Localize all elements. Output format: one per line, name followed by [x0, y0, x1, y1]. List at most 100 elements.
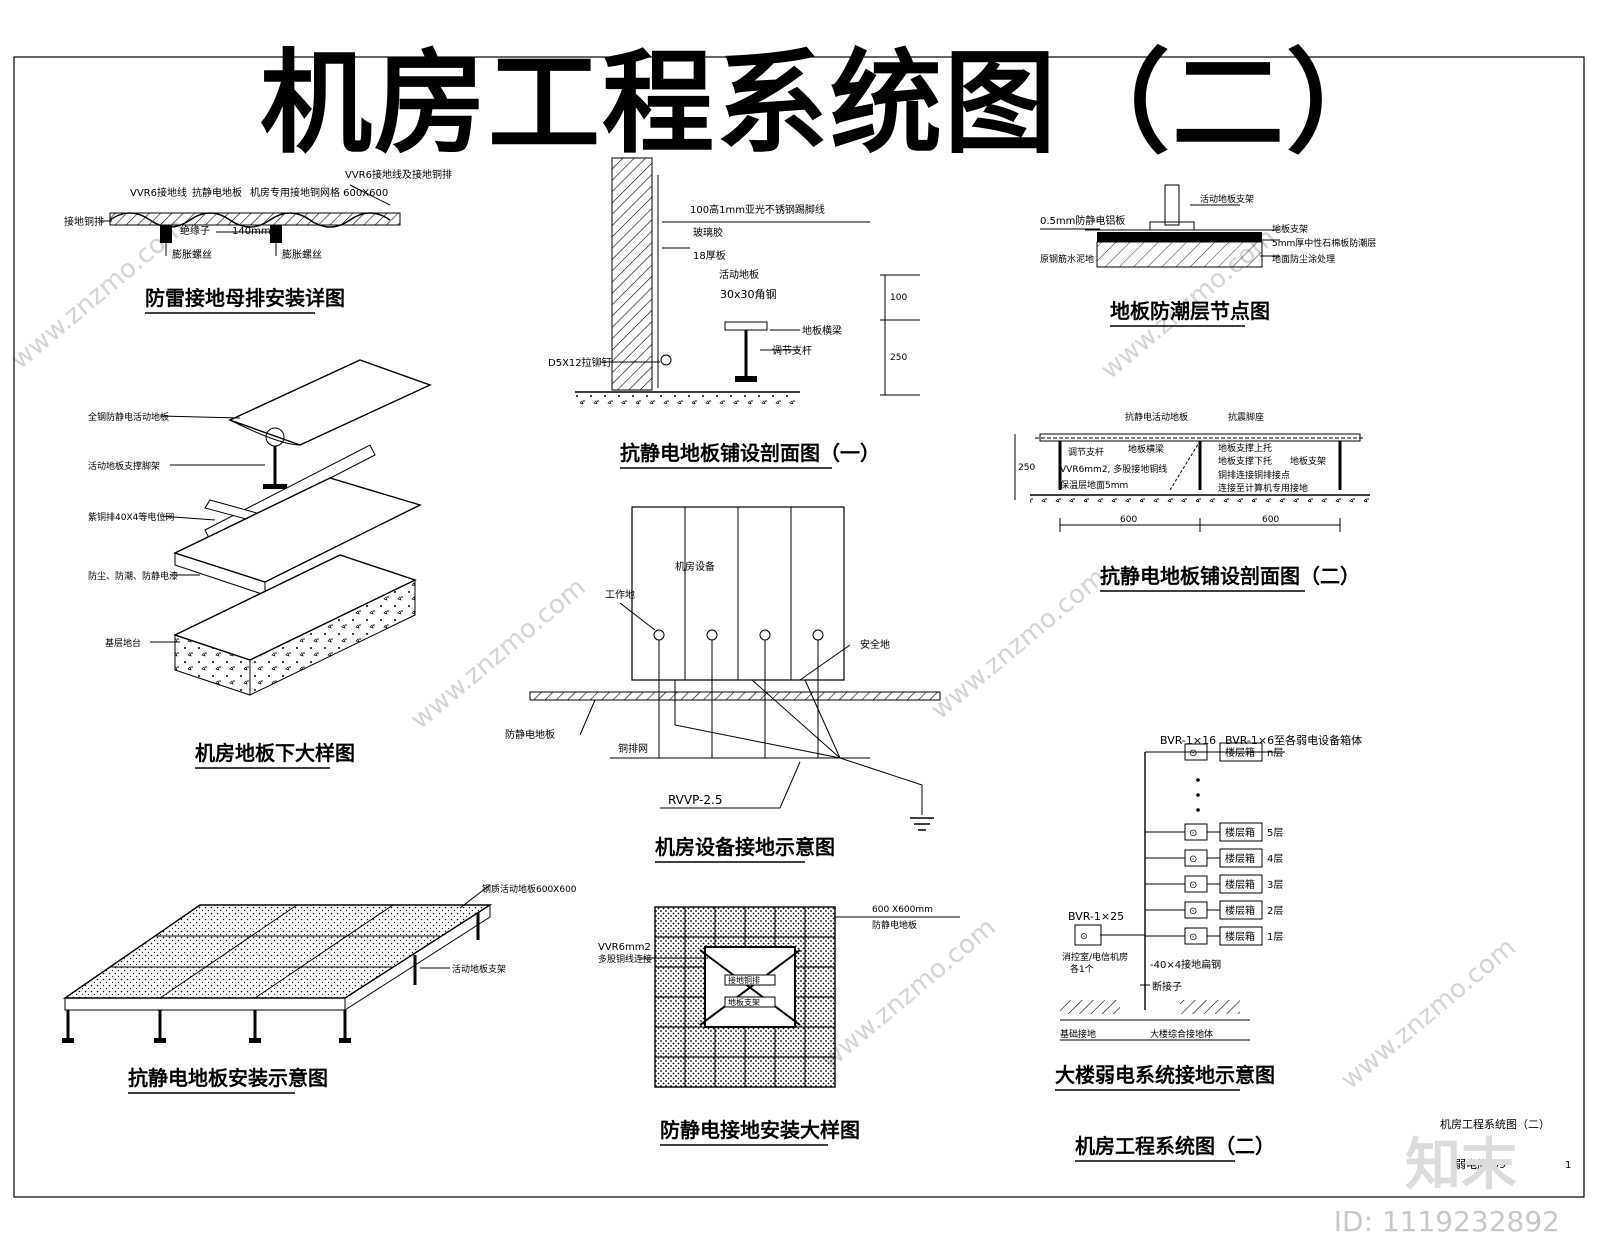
floor-level-label: 5层	[1267, 827, 1283, 839]
floor-box	[1219, 822, 1263, 842]
floor-surface	[62, 904, 493, 999]
watermark-stamp: www.znzmo.com	[815, 912, 1001, 1075]
label-l1: 全钢防静电活动地板	[88, 411, 169, 423]
antistatic-floor	[529, 691, 941, 701]
label-adhesive: 玻璃胶	[693, 226, 723, 239]
floor-box-label: 楼层箱	[1225, 826, 1255, 839]
dim-100: 100	[890, 293, 907, 303]
label-screw-2: 膨胀螺丝	[282, 248, 322, 261]
floor-terminal-symbol: ⊙	[1189, 932, 1197, 943]
caption-d2: 抗静电地板铺设剖面图（一）	[620, 441, 880, 465]
copper-wire	[1169, 440, 1201, 491]
title-block-number: 弱电施-09	[1455, 1158, 1506, 1171]
label-support: 地板支架	[728, 997, 760, 1007]
bus-label-box	[724, 974, 776, 986]
label-antistatic: 抗静电地板	[192, 186, 242, 199]
ground-point-2	[706, 629, 718, 641]
insulator-right	[270, 225, 282, 243]
caption-d8: 防静电接地安装大样图	[660, 1118, 860, 1142]
page-title: 机房工程系统图（二）	[260, 39, 1400, 169]
sheet-border	[13, 56, 1585, 1198]
panel-seam-d2	[254, 904, 394, 999]
coating-side	[174, 553, 266, 596]
earth-wire	[839, 757, 923, 815]
label-alu: 0.5mm防静电铝板	[1040, 214, 1125, 227]
pedestal-base	[735, 376, 757, 382]
label-screw-1: 膨胀螺丝	[172, 248, 212, 261]
label-angle: 30x30角钢	[720, 288, 777, 301]
floor-terminal-symbol: ⊙	[1189, 828, 1197, 839]
label-vvr-top: VVR6接地线及接地铜排	[345, 168, 452, 181]
title-block-name: 机房工程系统图（二）	[1440, 1117, 1550, 1131]
ground-fill	[1030, 495, 1370, 505]
pedestal-foot	[263, 484, 287, 489]
diagram-lightning-busbar: VVR6接地线及接地铜排 VVR6接地线 抗静电地板 机房专用接地铜网格 600…	[64, 168, 452, 314]
floor-panel	[724, 321, 768, 331]
panel-leader	[459, 884, 491, 909]
work-leader	[619, 602, 656, 631]
label-l3: 紫铜排40X4等电位网	[88, 511, 174, 523]
floor-row: ⊙ 楼层箱 5层	[1145, 822, 1283, 842]
dim-height: 250	[1018, 463, 1035, 473]
diagram-floor-section-1: 100高1mm亚光不锈钢踢脚线 玻璃胶 18厚板 活动地板 30x30角钢 地板…	[548, 157, 920, 469]
concrete-base	[1096, 241, 1263, 268]
label-18mm: 18厚板	[693, 249, 726, 262]
safety-wire-2	[751, 679, 841, 759]
floor-terminal-symbol: ⊙	[1189, 854, 1197, 865]
title-block: 机房工程系统图（二） 弱电施-09 1	[1440, 1117, 1571, 1171]
busbar-plate	[109, 212, 401, 226]
floor-level-label: 1层	[1267, 931, 1283, 943]
layer-panel	[228, 359, 432, 446]
label-a: 抗静电活动地板	[1125, 411, 1188, 423]
panel-seam-d1	[159, 904, 298, 999]
label-terminal: 断接子	[1152, 980, 1182, 993]
dim-250: 250	[890, 353, 907, 363]
label-safety: 安全地	[860, 638, 890, 651]
label-vvr6: VVR6接地线	[130, 186, 187, 199]
floor-terminal-symbol: ⊙	[1189, 906, 1197, 917]
label-floor: 防静电地板	[872, 919, 917, 931]
ground-point-3	[759, 629, 771, 641]
floor-box	[1219, 742, 1263, 762]
floor-level-label: 4层	[1267, 853, 1283, 865]
label-bolt: D5X12拉铆钉	[548, 356, 612, 369]
floor-box	[1219, 848, 1263, 868]
label-insulator: 绝缘子	[180, 224, 210, 237]
diagram-floor-section-2: 抗静电活动地板 抗震脚座 调节支杆 地板横梁 地板支撑上托 地板支撑下托 地板支…	[1014, 411, 1370, 592]
caption-d5: 抗静电地板铺设剖面图（二）	[1100, 564, 1360, 588]
ellipsis-dot-1	[1196, 778, 1200, 782]
room-symbol: ⊙	[1080, 932, 1088, 942]
caption-d1: 防雷接地母排安装详图	[145, 286, 345, 310]
title-block-sheet: 1	[1565, 1160, 1571, 1171]
rvvp-leader	[660, 761, 801, 809]
label-floor: 活动地板	[719, 268, 759, 281]
safety-wire-3	[804, 679, 841, 759]
layer-coating	[173, 477, 422, 583]
floor-box-label: 楼层箱	[1225, 930, 1255, 943]
label-h: VVR6mm2, 多股接地铜线	[1060, 463, 1167, 475]
watermark-id: ID: 1119232892	[1333, 1205, 1560, 1238]
floor-box-label: 楼层箱	[1225, 746, 1255, 759]
label-support: 活动地板支架	[1200, 193, 1254, 205]
label-rvvp: RVVP-2.5	[668, 793, 723, 807]
label-f: 地板支撑下托	[1218, 455, 1272, 467]
label-floor: 防静电地板	[505, 728, 555, 741]
floor-box-label: 楼层箱	[1225, 878, 1255, 891]
foot-2	[154, 1038, 166, 1043]
caption-d9: 大楼弱电系统接地示意图	[1055, 1063, 1275, 1087]
support-plate	[1149, 221, 1195, 231]
foot-1	[62, 1038, 74, 1043]
label-bus: 接地铜排	[728, 975, 760, 985]
floor-terminal-symbol: ⊙	[1189, 880, 1197, 891]
ellipsis-dot-3	[1196, 808, 1200, 812]
grounding-wire	[109, 212, 391, 228]
label-beam: 地板横梁	[802, 324, 842, 337]
label-d: 地板横梁	[1128, 443, 1164, 455]
watermark-logo: 知末	[1405, 1133, 1517, 1198]
label-waterproof: 地面防尘涂处理	[1272, 253, 1335, 265]
